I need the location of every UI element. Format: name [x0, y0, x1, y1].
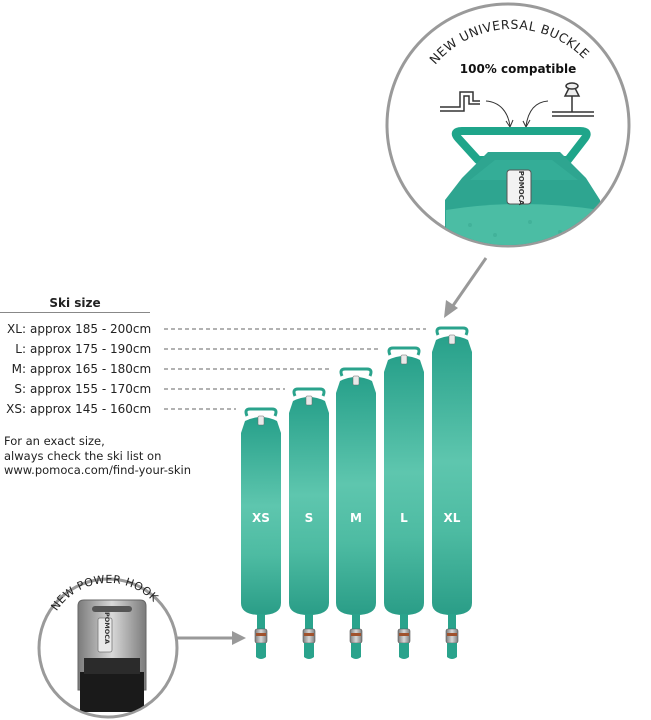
note-line-3: www.pomoca.com/find-your-skin	[4, 463, 192, 477]
skins: XS S M L XL	[241, 326, 472, 659]
skin-l-buckle	[387, 346, 421, 356]
skin-xl: XL	[432, 326, 472, 659]
skin-m-body	[336, 377, 376, 615]
skin-xl-tail-strap	[448, 614, 456, 638]
size-row-label-l: L:	[15, 342, 26, 356]
skin-s: S	[289, 387, 329, 659]
skin-l-hook-band	[399, 633, 409, 636]
skin-l: L	[384, 346, 424, 659]
skin-m-buckle	[339, 367, 373, 377]
skin-xl-logo-plate	[448, 334, 456, 345]
skin-s-hook-tip	[304, 643, 314, 659]
hook-tip-icon	[440, 91, 480, 112]
skin-m-tail-strap	[352, 614, 360, 638]
size-leader-lines	[164, 328, 426, 410]
skin-xs-body	[241, 417, 281, 615]
skin-xs-tail-strap	[257, 614, 265, 638]
skin-xl-hook-band	[447, 633, 457, 636]
hook-callout: NEW POWER HOOK POMOCA	[37, 573, 179, 719]
note-line-2: always check the ski list on	[4, 448, 162, 463]
skin-m-label: M	[350, 511, 362, 525]
size-row-range-s: approx 155 - 170cm	[30, 382, 152, 396]
skin-l-label: L	[400, 511, 408, 525]
skin-l-hook-tip	[399, 643, 409, 659]
skin-l-logo-plate	[400, 354, 408, 365]
size-row-range-xs: approx 145 - 160cm	[30, 402, 152, 416]
hook-logo-text: POMOCA	[103, 612, 111, 644]
skin-m-logo-plate	[352, 375, 360, 386]
skin-xs-label: XS	[252, 511, 270, 525]
skin-xs: XS	[241, 407, 281, 659]
size-row-range-m: approx 165 - 180cm	[30, 362, 152, 376]
skin-s-label: S	[305, 511, 314, 525]
skin-xl-buckle	[435, 326, 469, 336]
pomoca-logo-plate	[506, 169, 532, 205]
buckle-logo-text: POMOCA	[517, 171, 525, 206]
hook-closeup: POMOCA	[77, 599, 147, 712]
skin-s-hook-band	[304, 633, 314, 636]
skin-l-body	[384, 356, 424, 615]
skin-xl-hook-tip	[447, 643, 457, 659]
size-row-label-xl: XL:	[7, 322, 26, 336]
skin-m-hook-band	[351, 633, 361, 636]
round-tip-icon	[552, 82, 594, 117]
buckle-callout: NEW UNIVERSAL BUCKLE 100% compatible	[385, 2, 631, 248]
size-row-range-l: approx 175 - 190cm	[30, 342, 152, 356]
size-row-label-xs: XS:	[6, 402, 26, 416]
skin-xl-label: XL	[444, 511, 461, 525]
skin-s-buckle	[292, 387, 326, 397]
buckle-pointer-arrow	[444, 257, 488, 318]
skin-xs-buckle	[244, 407, 278, 417]
skin-s-tail-strap	[305, 614, 313, 638]
exact-size-note: For an exact size, always check the ski …	[4, 434, 191, 478]
skin-m: M	[336, 367, 376, 659]
skin-s-body	[289, 397, 329, 615]
skin-xs-hook-band	[256, 633, 266, 636]
skin-s-logo-plate	[305, 395, 313, 406]
size-row-range-xl: approx 185 - 200cm	[30, 322, 152, 336]
hook-pointer-arrow	[177, 631, 246, 645]
size-row-label-s: S:	[14, 382, 26, 396]
ski-size-rule	[0, 312, 150, 313]
skin-xs-logo-plate	[257, 415, 265, 426]
skin-xs-hook-tip	[256, 643, 266, 659]
note-line-1: For an exact size,	[4, 434, 105, 448]
skin-m-hook-tip	[351, 643, 361, 659]
skin-xl-body	[432, 336, 472, 615]
buckle-compatible-text: 100% compatible	[460, 62, 577, 76]
ski-size-heading: Ski size	[49, 296, 101, 310]
size-row-label-m: M:	[11, 362, 26, 376]
skin-l-tail-strap	[400, 614, 408, 638]
